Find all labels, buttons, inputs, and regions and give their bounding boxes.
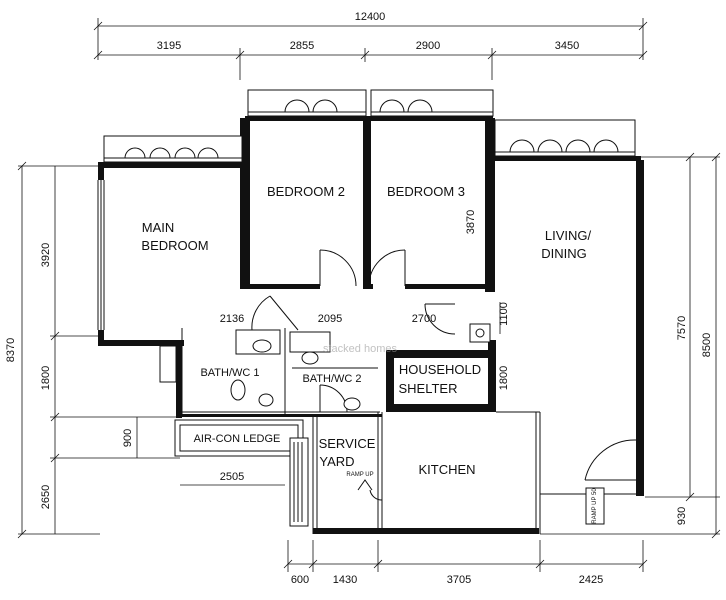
watermark: stacked homes	[323, 343, 397, 355]
dim-total-width: 12400	[355, 11, 386, 23]
dim-bottom-3: 3705	[447, 574, 471, 586]
bottom-dimensions: 600 1430 3705 2425	[283, 540, 648, 586]
dim-right-3: 930	[676, 507, 688, 525]
label-bedroom-3: BEDROOM 3	[387, 184, 465, 199]
dim-right-2: 8500	[701, 333, 713, 357]
label-main-bedroom-line2: BEDROOM	[141, 238, 208, 253]
dim-shelter-door: 1100	[498, 302, 510, 326]
dim-left-4: 2650	[40, 485, 52, 509]
interior-dimensions: 3870 1800 1100 2505 2136 2095 2700	[180, 210, 510, 486]
dim-top-2: 2855	[290, 40, 314, 52]
label-bath-1: BATH/WC 1	[200, 367, 259, 379]
ramp-up-label: RAMP UP	[346, 472, 373, 478]
right-dimensions: 7570 8500 930	[540, 152, 721, 539]
walls	[97, 116, 644, 534]
label-living-dining-line2: DINING	[541, 246, 587, 261]
dim-bottom-1: 600	[291, 574, 309, 586]
fixtures	[230, 323, 491, 411]
dim-bath1-width: 2136	[220, 313, 244, 325]
dim-aircon-width: 2505	[220, 471, 244, 483]
dim-bottom-2: 1430	[333, 574, 357, 586]
dim-left-3: 900	[122, 429, 134, 447]
label-household-shelter-line2: SHELTER	[399, 381, 458, 396]
top-dimensions: 12400 3195 2855 2900 3450	[93, 11, 648, 80]
dim-bath2-width: 2095	[318, 313, 342, 325]
label-living-dining-line1: LIVING/	[545, 228, 592, 243]
dim-top-3: 2900	[416, 40, 440, 52]
dim-corridor-width: 2700	[412, 313, 436, 325]
dim-left-2: 1800	[40, 366, 52, 390]
dim-top-4: 3450	[555, 40, 579, 52]
dim-top-1: 3195	[157, 40, 181, 52]
label-bath-2: BATH/WC 2	[302, 373, 361, 385]
left-dimensions: 8370 3920 1800 2650 900	[5, 161, 180, 539]
dim-bedroom3-height: 3870	[465, 210, 477, 234]
ramp-up-entrance-label: RAMP UP 50	[592, 488, 598, 524]
label-bedroom-2: BEDROOM 2	[267, 184, 345, 199]
label-service-yard-line2: YARD	[319, 454, 354, 469]
label-household-shelter-line1: HOUSEHOLD	[399, 362, 481, 377]
dim-left-outer: 8370	[5, 338, 17, 362]
label-aircon-ledge: AIR-CON LEDGE	[194, 433, 281, 445]
doors	[251, 249, 637, 525]
label-kitchen: KITCHEN	[418, 462, 475, 477]
annotations: RAMP UP RAMP UP 50 stacked homes	[323, 343, 598, 524]
label-main-bedroom-line1: MAIN	[142, 220, 175, 235]
room-labels: MAIN BEDROOM BEDROOM 2 BEDROOM 3 LIVING/…	[141, 184, 591, 477]
dim-shelter-height: 1800	[498, 366, 510, 390]
dim-left-1: 3920	[40, 243, 52, 267]
label-service-yard-line1: SERVICE	[319, 436, 376, 451]
dim-bottom-4: 2425	[579, 574, 603, 586]
dim-right-1: 7570	[676, 316, 688, 340]
windows	[103, 89, 636, 163]
